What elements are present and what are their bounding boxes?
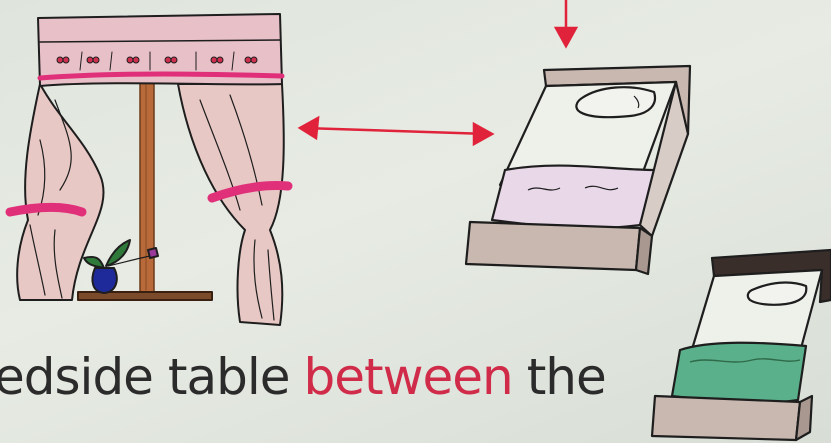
bed-drawing <box>466 66 690 274</box>
curtained-window-drawing <box>10 14 288 325</box>
double-arrow-icon <box>300 118 492 144</box>
caption-part-1: edside table <box>0 348 289 406</box>
down-arrow-icon <box>556 0 576 46</box>
caption-part-2: the <box>527 348 606 406</box>
small-bed-drawing <box>652 250 831 440</box>
caption-highlight-word: between <box>303 348 512 406</box>
